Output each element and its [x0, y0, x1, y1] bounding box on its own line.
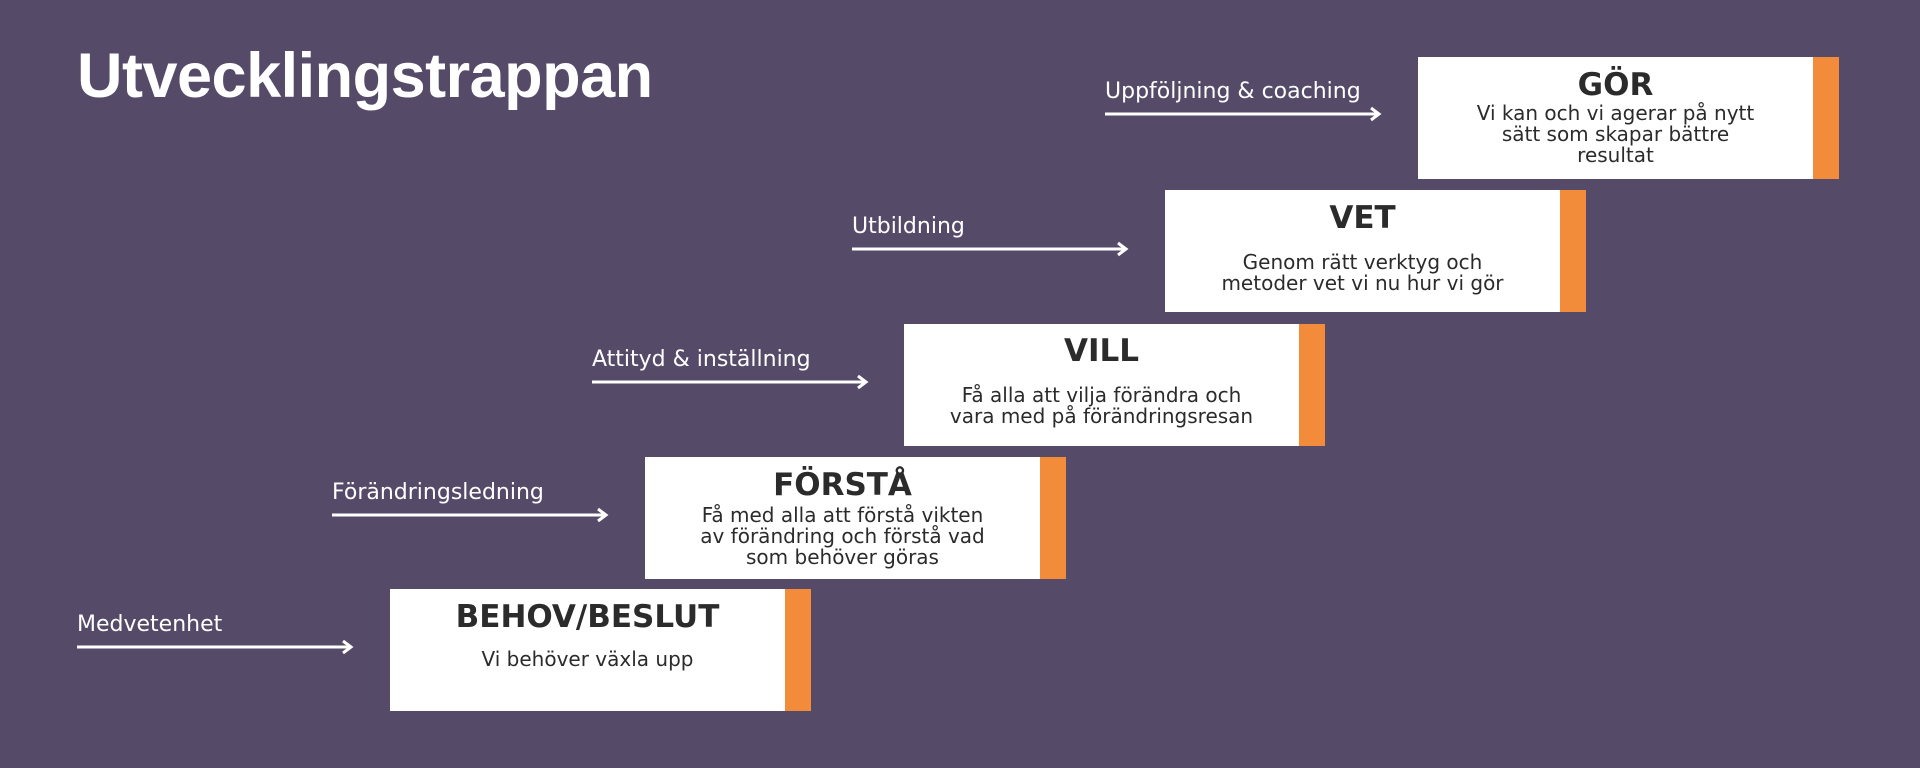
step-label-medvetenhet: Medvetenhet	[77, 612, 357, 655]
step-description: Vi behöver växla upp	[481, 647, 694, 671]
arrow-right-icon	[332, 507, 609, 523]
step-label-uppfoljning: Uppföljning & coaching	[1105, 79, 1385, 122]
arrow-right-icon	[1105, 106, 1382, 122]
step-heading: GÖR	[1577, 67, 1654, 103]
step-label-forandringsledning: Förändringsledning	[332, 480, 612, 523]
step-label-attityd: Attityd & inställning	[592, 347, 872, 390]
step-box-forsta: FÖRSTÅ Få med alla att förstå vikten av …	[645, 457, 1066, 579]
step-heading: VET	[1329, 200, 1396, 236]
step-accent-bar	[1560, 190, 1586, 312]
step-heading: FÖRSTÅ	[773, 467, 912, 503]
step-content: VILL Få alla att vilja förändra och vara…	[904, 324, 1299, 446]
step-label-text: Attityd & inställning	[592, 347, 811, 372]
step-box-gor: GÖR Vi kan och vi agerar på nytt sätt so…	[1418, 57, 1839, 179]
step-accent-bar	[1299, 324, 1325, 446]
step-description: Få alla att vilja förändra och vara med …	[949, 383, 1254, 428]
step-content: BEHOV/BESLUT Vi behöver växla upp	[390, 589, 785, 711]
page-title: Utvecklingstrappan	[77, 41, 653, 111]
arrow-right-icon	[852, 241, 1129, 257]
step-heading: BEHOV/BESLUT	[455, 599, 720, 635]
step-label-text: Uppföljning & coaching	[1105, 79, 1361, 104]
step-box-vill: VILL Få alla att vilja förändra och vara…	[904, 324, 1325, 446]
step-label-utbildning: Utbildning	[852, 214, 1132, 257]
step-description: Få med alla att förstå vikten av förändr…	[700, 503, 985, 569]
step-label-text: Förändringsledning	[332, 480, 544, 505]
step-box-behov-beslut: BEHOV/BESLUT Vi behöver växla upp	[390, 589, 811, 711]
step-label-text: Medvetenhet	[77, 612, 223, 637]
step-box-vet: VET Genom rätt verktyg och metoder vet v…	[1165, 190, 1586, 312]
step-description: Genom rätt verktyg och metoder vet vi nu…	[1221, 250, 1504, 295]
arrow-right-icon	[592, 374, 869, 390]
step-accent-bar	[785, 589, 811, 711]
step-accent-bar	[1040, 457, 1066, 579]
step-heading: VILL	[1063, 333, 1140, 369]
arrow-right-icon	[77, 639, 354, 655]
step-label-text: Utbildning	[852, 214, 965, 239]
step-content: FÖRSTÅ Få med alla att förstå vikten av …	[645, 457, 1040, 579]
step-content: VET Genom rätt verktyg och metoder vet v…	[1165, 190, 1560, 312]
step-description: Vi kan och vi agerar på nytt sätt som sk…	[1476, 101, 1755, 167]
step-content: GÖR Vi kan och vi agerar på nytt sätt so…	[1418, 57, 1813, 179]
step-accent-bar	[1813, 57, 1839, 179]
